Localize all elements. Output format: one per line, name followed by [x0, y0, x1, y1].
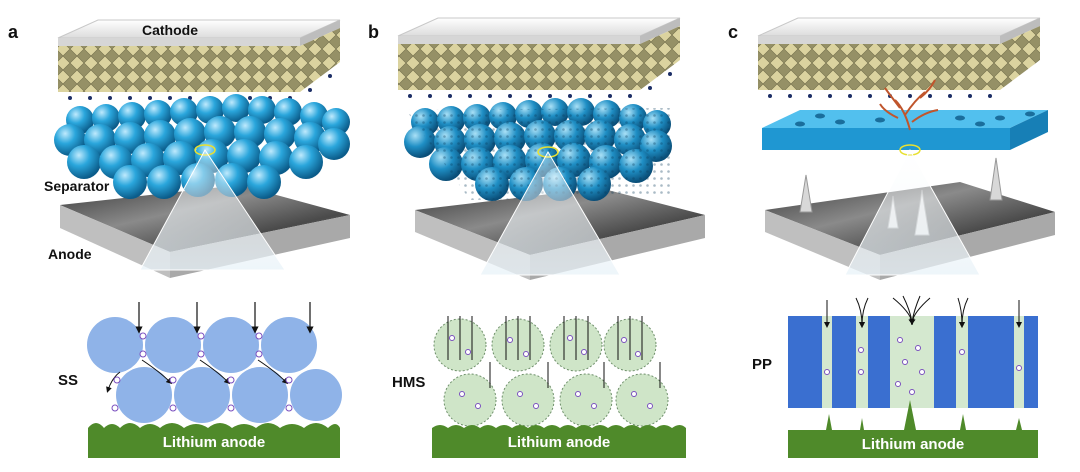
- dendrite-spike: [799, 174, 813, 213]
- cathode-label: Cathode: [142, 22, 198, 38]
- dendrite-cluster: [879, 79, 939, 131]
- zoom-cone: [139, 149, 286, 271]
- schematic-hms: [432, 316, 686, 458]
- panel-b-3d: [397, 17, 705, 280]
- panel-c: c PP Lithium anode: [720, 0, 1080, 472]
- panel-c-3d: [757, 17, 1055, 280]
- lithium-anode-bar-a: [88, 423, 340, 458]
- lithium-anode-bar-b: [432, 428, 686, 458]
- cathode-lattice: [58, 28, 340, 92]
- lithium-anode-label: Lithium anode: [162, 434, 266, 451]
- panel-a: a Cathode Separator Anode SS Lithium ano…: [0, 0, 360, 472]
- schematic-label: PP: [752, 356, 773, 373]
- anode-label: Anode: [48, 246, 92, 262]
- panel-letter: a: [8, 22, 19, 42]
- panel-letter: c: [728, 22, 739, 42]
- lithium-anode-label: Lithium anode: [507, 434, 611, 451]
- lithium-anode-label: Lithium anode: [861, 436, 965, 453]
- panel-b: b HMS Lithium anode: [360, 0, 720, 472]
- schematic-ss: [87, 302, 342, 458]
- hollow-sphere-layer: [404, 98, 674, 201]
- schematic-pp: [788, 295, 1038, 458]
- separator-label: Separator: [44, 178, 110, 194]
- panel-letter: b: [368, 22, 379, 42]
- schematic-label: HMS: [392, 374, 426, 391]
- panel-a-3d: [54, 19, 350, 278]
- lithium-anode-bar-c: [788, 430, 1038, 458]
- schematic-label: SS: [58, 372, 79, 389]
